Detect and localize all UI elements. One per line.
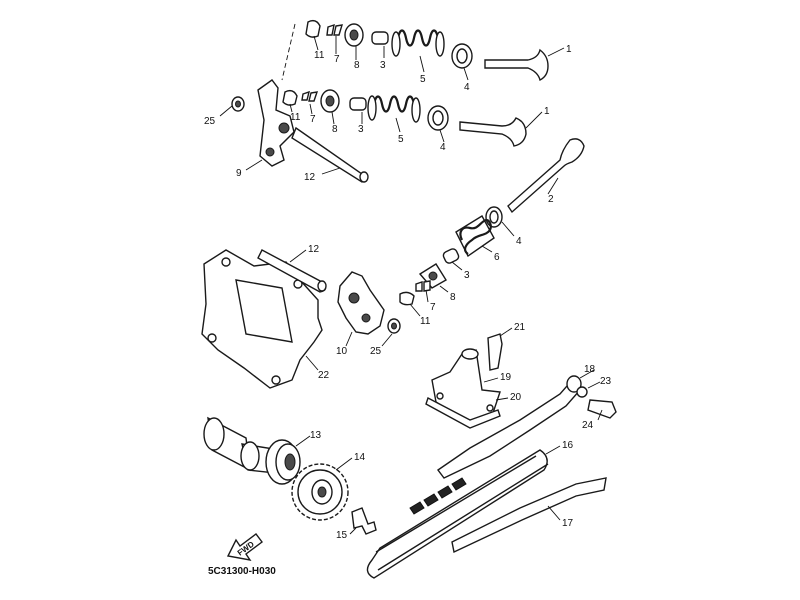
callout-4-top: 4 (464, 82, 470, 93)
tensioner-bolt-21 (487, 333, 503, 371)
callout-24: 24 (582, 420, 594, 431)
callout-3-top: 3 (380, 60, 386, 71)
callout-10: 10 (336, 346, 348, 357)
valve-stem-seal-3-lower (442, 248, 460, 264)
rocker-shaft-12-top (291, 126, 366, 183)
valve-spring-6 (459, 218, 492, 255)
gasket-and-rocker-lower (201, 249, 401, 389)
tensioner-arm-assembly (437, 375, 617, 479)
exhaust-valve-2 (507, 138, 585, 214)
callout-12-lower: 12 (308, 244, 320, 255)
chain-guide-17 (451, 477, 607, 554)
callout-8-lower: 8 (450, 292, 456, 303)
intake-valve-1-top (484, 48, 549, 82)
bolt-24 (587, 399, 617, 419)
leader-lines (219, 35, 603, 535)
cam-sprocket-14 (291, 463, 349, 521)
callout-1-top: 1 (566, 44, 572, 55)
valve-keeper-7-top (326, 23, 343, 36)
valve-assembly-middle (282, 89, 527, 147)
callout-17: 17 (562, 518, 574, 529)
callout-5-mid: 5 (398, 134, 404, 145)
callout-18: 18 (584, 364, 596, 375)
valve-keeper-7-mid (301, 90, 319, 102)
valve-stem-seal-3-top (371, 31, 389, 45)
rocker-arm-assembly-top (231, 79, 369, 183)
callout-20: 20 (510, 392, 522, 403)
callout-21: 21 (514, 322, 526, 333)
callout-4-lower: 4 (516, 236, 522, 247)
exhaust-valve-assembly (399, 138, 585, 306)
callout-labels: 1 1 2 3 3 3 4 4 4 5 5 6 7 7 7 8 8 8 9 10… (204, 44, 612, 541)
callout-5-top: 5 (420, 74, 426, 85)
callout-11-top: 11 (314, 50, 325, 61)
callout-7-mid: 7 (310, 114, 316, 125)
valve-keeper-7-lower (415, 280, 431, 292)
intake-valve-1-mid (459, 117, 527, 147)
callout-3-lower: 3 (464, 270, 470, 281)
rocker-arm-10 (337, 271, 385, 335)
callout-7-lower: 7 (430, 302, 436, 313)
callout-11-lower: 11 (420, 316, 431, 327)
callout-14: 14 (354, 452, 366, 463)
camshaft-13 (203, 416, 301, 485)
valve-cotter-11-mid (282, 89, 298, 106)
valve-cotter-11-lower (399, 291, 415, 306)
callout-15: 15 (336, 530, 348, 541)
sprocket-bolt-15 (351, 507, 377, 535)
callout-1-mid: 1 (544, 106, 550, 117)
callout-4-mid: 4 (440, 142, 446, 153)
callout-11-mid: 11 (290, 112, 301, 123)
callout-12-top: 12 (304, 172, 316, 183)
fwd-arrow: FWD (226, 533, 263, 561)
diagram-code: 5C31300-H030 (208, 566, 276, 577)
callout-25-top: 25 (204, 116, 216, 127)
valve-cotter-11-top (305, 19, 321, 38)
valve-assembly-top (281, 19, 549, 82)
callout-2: 2 (548, 194, 554, 205)
washer-23 (576, 386, 588, 398)
callout-13: 13 (310, 430, 322, 441)
callout-23: 23 (600, 376, 612, 387)
callout-9: 9 (236, 168, 242, 179)
rocker-arm-9 (257, 79, 295, 167)
valve-spring-5-top (396, 29, 440, 47)
valve-spring-5-mid (372, 95, 416, 113)
callout-19: 19 (500, 372, 512, 383)
callout-8-mid: 8 (332, 124, 338, 135)
valve-stem-seal-3-mid (349, 97, 367, 111)
cam-chain-16 (366, 449, 549, 579)
tensioner-gasket-20 (425, 396, 501, 429)
callout-8-top: 8 (354, 60, 360, 71)
callout-25-lower: 25 (370, 346, 382, 357)
callout-3-mid: 3 (358, 124, 364, 135)
callout-7-top: 7 (334, 54, 340, 65)
callout-16: 16 (562, 440, 574, 451)
chain-tensioner-assembly (425, 333, 503, 429)
callout-6: 6 (494, 252, 500, 263)
callout-22: 22 (318, 370, 330, 381)
